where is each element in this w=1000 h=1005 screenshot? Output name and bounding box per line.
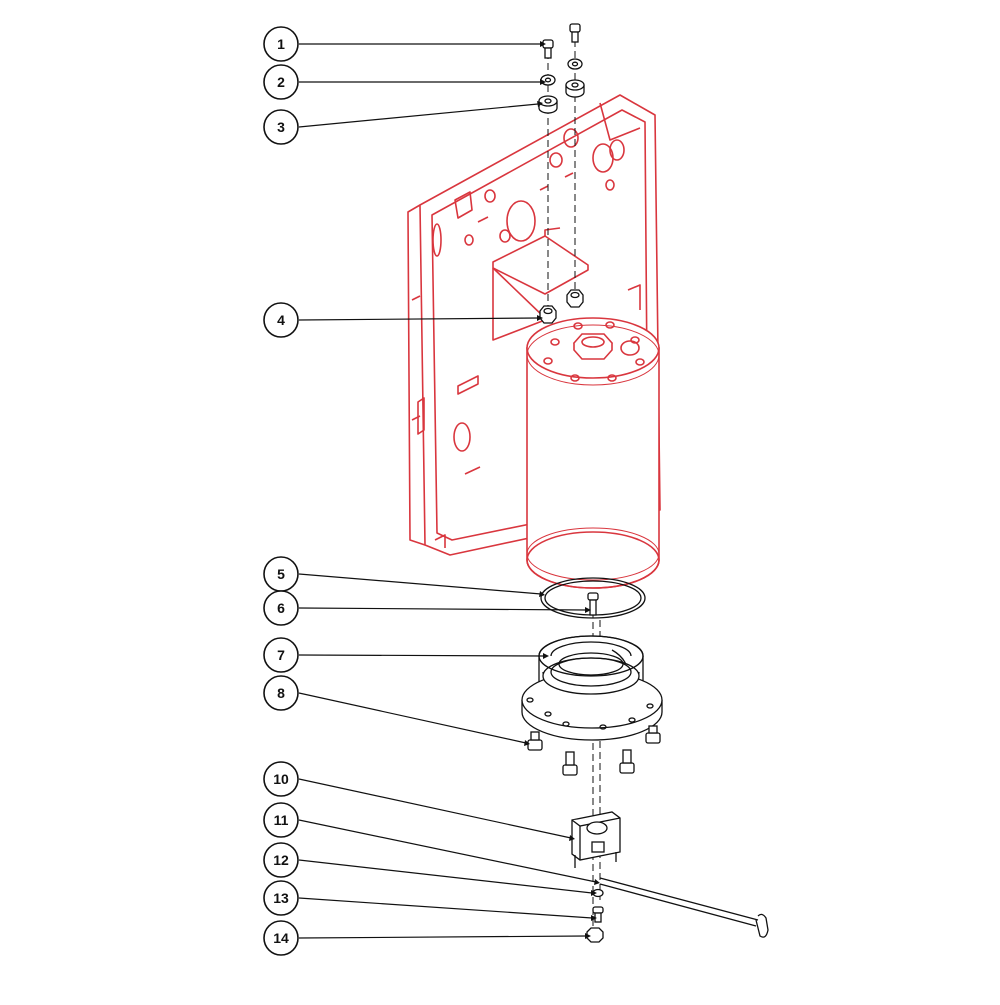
callout-13 bbox=[263, 880, 299, 916]
screw-part-13 bbox=[592, 906, 604, 923]
callout-number-1: 1 bbox=[277, 36, 285, 52]
callout-number-2: 2 bbox=[277, 74, 285, 90]
washer-part-2 bbox=[540, 58, 583, 86]
callout-12 bbox=[263, 842, 299, 878]
callout-number-4: 4 bbox=[277, 312, 285, 328]
pin-part-6 bbox=[587, 592, 599, 616]
callout-2 bbox=[263, 64, 299, 100]
sensor-wire-part-11 bbox=[599, 877, 769, 938]
callout-number-8: 8 bbox=[277, 685, 285, 701]
bolt-part-8 bbox=[527, 725, 661, 776]
callout-14 bbox=[263, 920, 299, 956]
thermostat-part-10 bbox=[571, 811, 621, 868]
callout-number-14: 14 bbox=[273, 930, 289, 946]
callout-number-3: 3 bbox=[277, 119, 285, 135]
callout-number-7: 7 bbox=[277, 647, 285, 663]
callout-7 bbox=[263, 637, 299, 673]
callout-number-11: 11 bbox=[274, 812, 289, 828]
hardware-parts bbox=[521, 23, 769, 943]
leader-arrowheads bbox=[524, 41, 600, 939]
callout-4 bbox=[263, 302, 299, 338]
cylinder-tank bbox=[526, 317, 660, 589]
callout-6 bbox=[263, 590, 299, 626]
screw-part-1 bbox=[542, 23, 581, 59]
callout-1 bbox=[263, 26, 299, 62]
leader-lines bbox=[298, 43, 597, 939]
callout-bubbles bbox=[263, 26, 299, 956]
callout-11 bbox=[263, 802, 299, 838]
spacer-part-3 bbox=[538, 79, 585, 114]
callout-10 bbox=[263, 761, 299, 797]
nut-part-14 bbox=[586, 927, 604, 943]
flange-plate bbox=[521, 635, 663, 741]
callout-numbers: 1 2 3 4 5 6 7 8 10 11 12 13 14 bbox=[273, 36, 289, 946]
callout-3 bbox=[263, 109, 299, 145]
callout-number-5: 5 bbox=[277, 566, 285, 582]
nut-part-4 bbox=[539, 289, 584, 324]
callout-8 bbox=[263, 675, 299, 711]
callout-number-13: 13 bbox=[273, 890, 289, 906]
callout-number-6: 6 bbox=[277, 600, 285, 616]
callout-number-10: 10 bbox=[273, 771, 289, 787]
callout-number-12: 12 bbox=[273, 852, 289, 868]
